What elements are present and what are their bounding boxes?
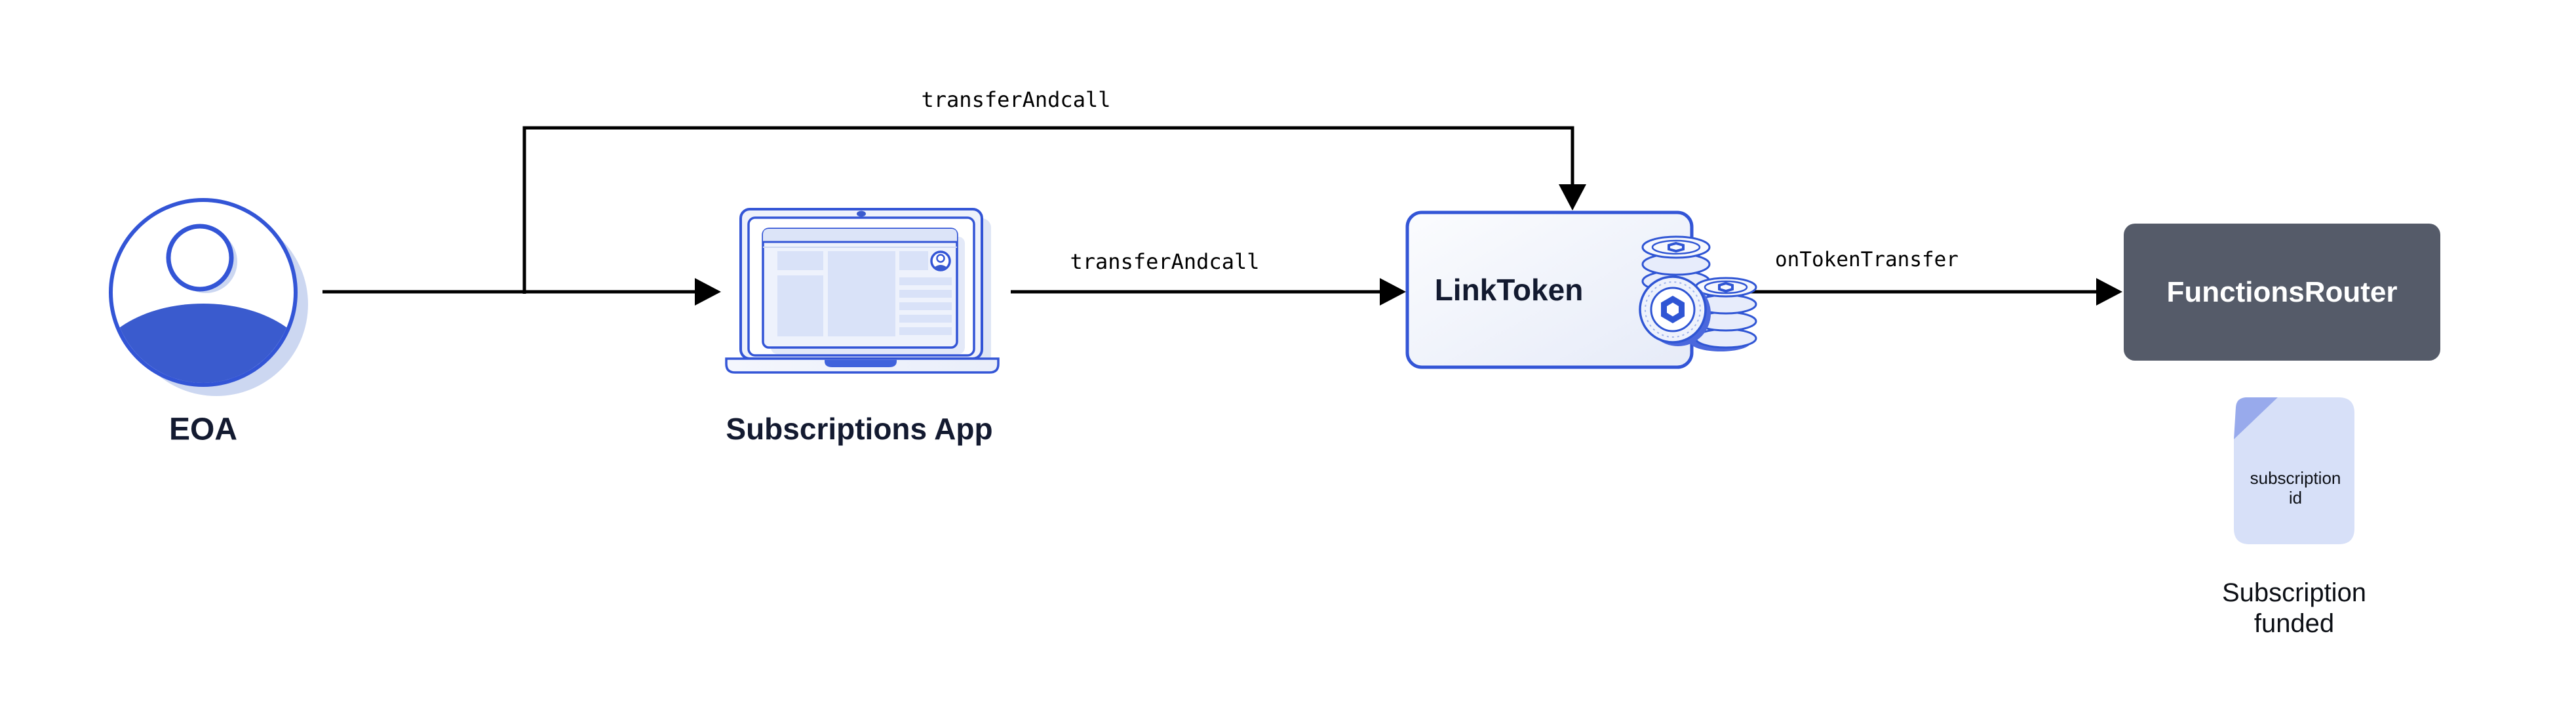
chainlink-hexagon: [1661, 296, 1685, 323]
list-row: [899, 315, 952, 323]
chainlink-coin-icon: [1639, 275, 1711, 346]
arrow-eoa-to-linktoken: [522, 126, 1586, 294]
functionsrouter-label-container: FunctionsRouter: [2124, 224, 2440, 361]
linktoken-label: LinkToken: [1434, 273, 1584, 307]
arrowhead-icon: [2096, 278, 2122, 306]
arrow-linktoken-to-router: [1740, 278, 2122, 306]
document-page: [2234, 397, 2354, 544]
list-row: [899, 302, 952, 310]
person-icon: [109, 198, 308, 396]
subscription-funded-caption: Subscription funded: [2222, 578, 2366, 639]
laptop-icon: [725, 208, 1000, 374]
document-fold: [2234, 397, 2278, 439]
coin-hexagon: [1718, 281, 1734, 293]
caption-line2: funded: [2254, 609, 2335, 638]
document-page-icon: [2234, 397, 2354, 544]
functionsrouter-label: FunctionsRouter: [2166, 275, 2398, 308]
person-outline: [109, 198, 298, 387]
arrow-app-to-linktoken: [1011, 278, 1406, 306]
arrowhead-icon: [695, 278, 721, 306]
linktoken-label-container: LinkToken: [1407, 212, 1610, 367]
arrowhead-icon: [1559, 184, 1586, 210]
list-row: [899, 277, 952, 285]
document-text-line2: id: [2288, 488, 2303, 508]
head-outline: [166, 224, 234, 292]
document-text-line1: subscription: [2250, 468, 2341, 488]
edge-label-transferandcall-mid: transferAndcall: [1070, 249, 1260, 274]
avatar-head: [936, 254, 945, 263]
edge-label-ontokentransfer: onTokenTransfer: [1775, 248, 1959, 271]
caption-line1: Subscription: [2221, 578, 2367, 607]
content-block: [899, 251, 928, 270]
coin-ring: [1651, 239, 1701, 255]
arrow-eoa-to-app: [322, 278, 721, 306]
browser-header: [763, 229, 957, 241]
arrow-line: [522, 126, 1574, 294]
content-block: [828, 251, 895, 336]
content-block: [777, 251, 823, 270]
functionsrouter-box: [2124, 224, 2440, 361]
eoa-label: EOA: [168, 412, 238, 447]
coin-ring: [1704, 280, 1748, 294]
head-fill: [168, 226, 231, 289]
laptop-notch: [825, 360, 897, 367]
list-row: [899, 327, 952, 335]
coin-center: [1650, 287, 1696, 332]
arrowhead-icon: [1380, 278, 1406, 306]
edge-label-transferandcall-top: transferAndcall: [921, 87, 1111, 112]
coin-stack-right: [1690, 277, 1757, 351]
person-body: [113, 304, 294, 383]
list-row: [899, 290, 952, 298]
content-block: [777, 275, 823, 336]
camera-dot-icon: [857, 210, 866, 217]
coin-dotted-ring: [1645, 281, 1701, 338]
subscriptions-app-label: Subscriptions App: [726, 412, 993, 446]
coin-hexagon: [1668, 241, 1685, 253]
coin-stack-icon: [1639, 235, 1757, 351]
document-text: subscription id: [2250, 468, 2341, 508]
